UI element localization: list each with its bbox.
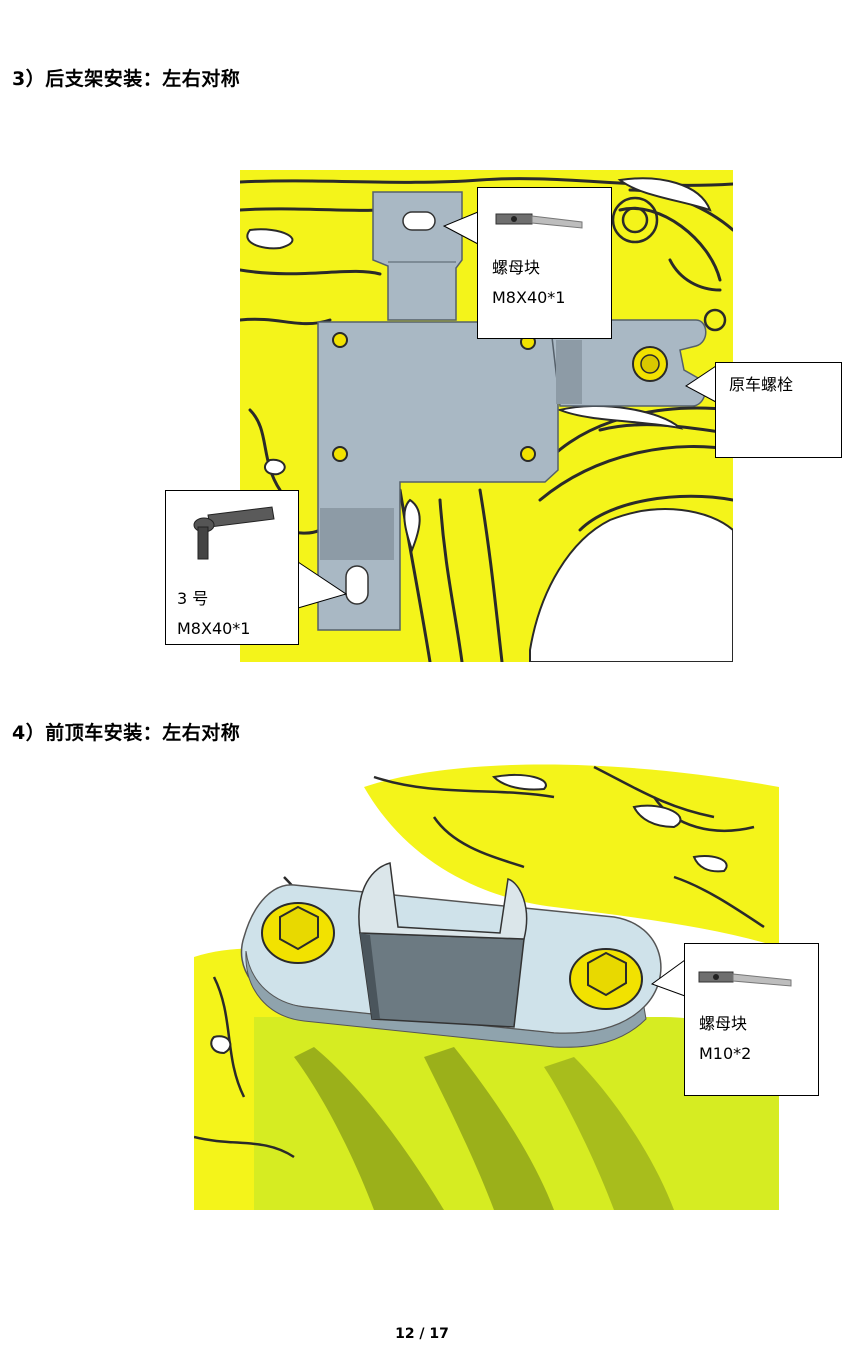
nut-block-m10-icon [698, 971, 792, 987]
nut-block-m10-name: 螺母块 [699, 1014, 748, 1033]
nut-block-callout: 螺母块 M8X40*1 [477, 187, 612, 339]
nut-block-m10-callout: 螺母块 M10*2 [684, 943, 819, 1096]
section-3-heading: 3）后支架安装：左右对称 [12, 68, 241, 90]
no3-bolt-icon [193, 506, 275, 560]
front-jack-figure [194, 757, 779, 1210]
section-4-heading: 4）前顶车安装：左右对称 [12, 722, 241, 744]
no3-name: 3 号 [177, 589, 209, 608]
original-bolt-name: 原车螺栓 [729, 375, 794, 394]
nut-block-icon [495, 213, 583, 229]
front-jack-illustration [194, 764, 779, 1210]
nut-block-name: 螺母块 [492, 258, 541, 277]
no3-spec: M8X40*1 [177, 619, 251, 638]
page-number: 12 / 17 [395, 1326, 449, 1342]
original-bolt-callout: 原车螺栓 [715, 362, 842, 458]
nut-block-spec: M8X40*1 [492, 288, 566, 307]
no3-callout: 3 号 M8X40*1 [165, 490, 299, 645]
nut-block-m10-spec: M10*2 [699, 1044, 752, 1063]
